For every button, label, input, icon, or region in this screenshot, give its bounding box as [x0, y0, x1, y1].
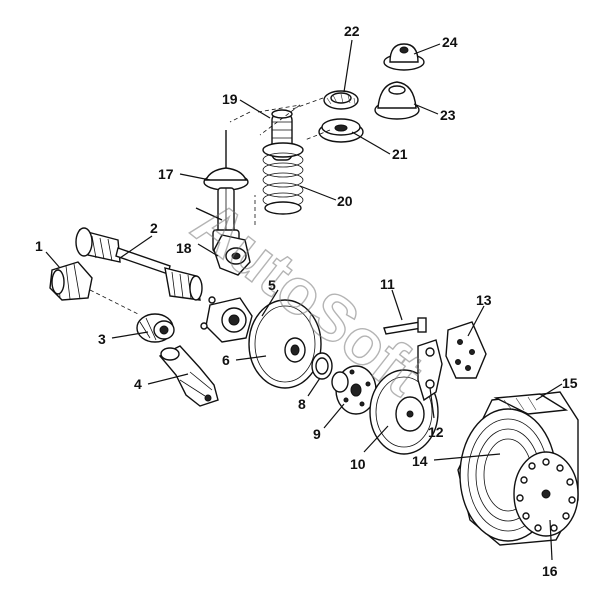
- callout-17: 17: [158, 166, 174, 182]
- callout-15: 15: [562, 375, 578, 391]
- callout-8: 8: [298, 396, 306, 412]
- centerline-mount: [289, 97, 331, 141]
- part-2-drive-shaft: [75, 227, 203, 301]
- part-18-steering-knuckle: [195, 207, 251, 276]
- callout-4: 4: [134, 376, 142, 392]
- callout-leaders: [45, 39, 563, 561]
- part-11-bolt: [383, 317, 427, 335]
- centerline-boot: [89, 289, 141, 316]
- callout-3: 3: [98, 331, 106, 347]
- callout-19: 19: [222, 91, 238, 107]
- centerline-strut: [229, 104, 301, 225]
- part-23-mount-bell: [374, 81, 420, 120]
- callout-22: 22: [344, 23, 360, 39]
- part-24-upper-mount-cap: [383, 43, 425, 71]
- callout-21: 21: [392, 146, 408, 162]
- part-3-cv-joint: [136, 313, 175, 343]
- part-4-lower-arm: [158, 345, 219, 407]
- callout-16: 16: [542, 563, 558, 579]
- callout-11: 11: [380, 276, 395, 292]
- part-6-dust-shield: [248, 299, 322, 389]
- part-21-spring-seat: [318, 118, 364, 143]
- callout-18: 18: [176, 240, 192, 256]
- callout-6: 6: [222, 352, 230, 368]
- part-12-caliper-bracket: [417, 339, 443, 402]
- callout-1: 1: [35, 238, 43, 254]
- part-22-strut-bearing: [323, 90, 359, 110]
- callout-labels: 1 2 3 4 5 6 8 9 10 11 12 13 14 15 16 17 …: [35, 23, 578, 579]
- part-9-wheel-hub: [331, 365, 377, 415]
- callout-13: 13: [476, 292, 492, 308]
- part-20-coil-spring: [262, 142, 304, 215]
- callout-24: 24: [442, 34, 458, 50]
- callout-10: 10: [350, 456, 366, 472]
- part-8-seal-ring: [311, 352, 333, 380]
- part-15-drum-rim: [493, 393, 569, 415]
- part-1-cv-boot: [49, 261, 93, 301]
- callout-23: 23: [440, 107, 456, 123]
- part-13-backing-plate: [445, 321, 487, 379]
- part-5-hub-carrier: [200, 296, 253, 343]
- callout-20: 20: [337, 193, 353, 209]
- callout-14: 14: [412, 453, 428, 469]
- part-16-wheel-flange: [513, 451, 579, 537]
- callout-12: 12: [428, 424, 444, 440]
- callout-2: 2: [150, 220, 158, 236]
- callout-9: 9: [313, 426, 321, 442]
- callout-5: 5: [268, 277, 276, 293]
